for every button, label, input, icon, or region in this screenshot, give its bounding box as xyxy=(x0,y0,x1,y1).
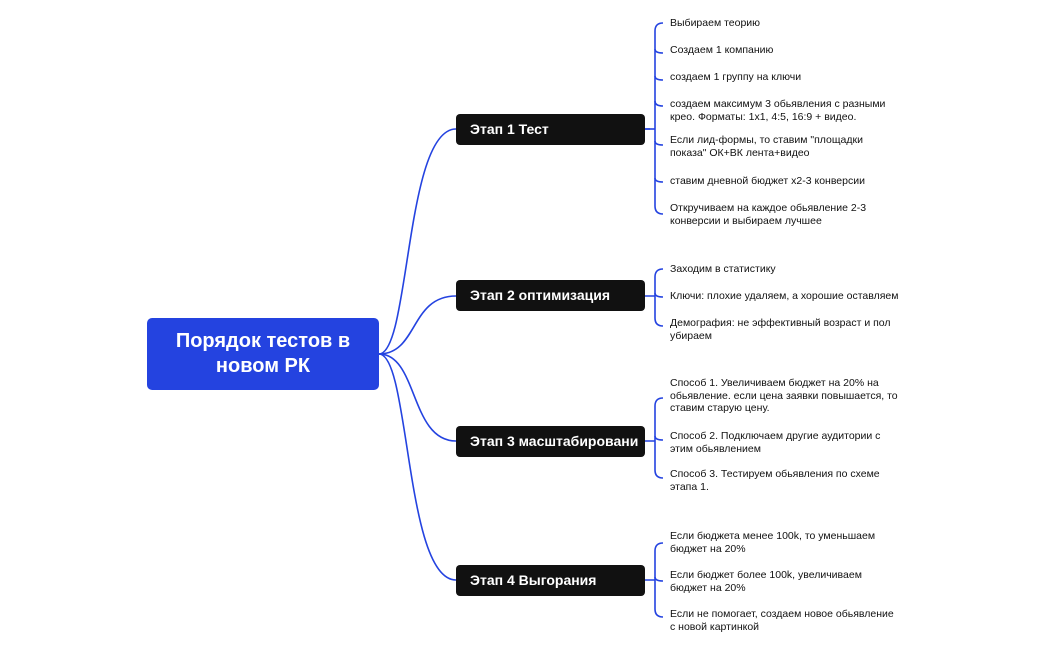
stage-1-item-7: Откручиваем на каждое обьявление 2-3 кон… xyxy=(670,202,867,227)
connector-stage-4-bracket xyxy=(645,542,664,618)
stage-node-3[interactable]: Этап 3 масштабировани xyxy=(456,426,645,457)
connector-stage-1-bracket xyxy=(645,22,664,215)
connector-stage-1-tick-1 xyxy=(654,48,664,54)
stage-3-item-2: Способ 2. Подключаем другие аудитории с … xyxy=(670,430,881,455)
stage-2-label: Этап 2 оптимизация xyxy=(470,287,610,303)
connector-stage-1-tick-3 xyxy=(654,100,664,107)
stage-3-item-3: Способ 3. Тестируем обьявления по схеме … xyxy=(670,468,880,493)
stage-2-item-3: Демография: не эффективный возраст и пол… xyxy=(670,317,891,342)
stage-1-item-1: Выбираем теорию xyxy=(670,17,761,29)
stage-2-item-2: Ключи: плохие удаляем, а хорошие оставля… xyxy=(670,290,899,302)
stage-1-item-3: создаем 1 группу на ключи xyxy=(670,71,802,83)
connector-stage-1-tick-5 xyxy=(654,177,664,183)
stage-1-label: Этап 1 Тест xyxy=(470,121,549,137)
stage-node-4[interactable]: Этап 4 Выгорания xyxy=(456,565,645,596)
connector-stage-4-tick xyxy=(654,576,664,582)
root-label: Порядок тестов в новом РК xyxy=(175,330,351,377)
stage-4-item-3: Если не помогает, создаем новое обьявлен… xyxy=(670,608,894,633)
stage-3-label: Этап 3 масштабировани xyxy=(470,433,639,449)
stage-3-item-1: Способ 1. Увеличиваем бюджет на 20% на о… xyxy=(670,377,898,414)
stage-1-item-6: ставим дневной бюджет х2-3 конверсии xyxy=(670,175,865,187)
connector-stage-3-tick xyxy=(654,435,664,441)
root-node[interactable]: Порядок тестов в новом РК xyxy=(147,318,379,390)
stage-1-item-2: Создаем 1 компанию xyxy=(670,44,774,56)
stage-4-label: Этап 4 Выгорания xyxy=(470,572,597,588)
stage-4-item-2: Если бюджет более 100k, увеличиваем бюдж… xyxy=(670,569,862,594)
stage-1-item-4: создаем максимум 3 обьявления с разными … xyxy=(670,98,886,123)
connector-stage-2-tick xyxy=(654,292,664,298)
connector-stage-1-tick-2 xyxy=(654,75,664,81)
connector-root-stage-3 xyxy=(378,353,457,442)
stage-4-item-1: Если бюджета менее 100k, то уменьшаем бю… xyxy=(670,530,876,555)
connector-root-stage-2 xyxy=(378,295,457,355)
connector-stage-1-tick-4 xyxy=(654,140,664,146)
stage-1-item-5: Если лид-формы, то ставим "площадки пока… xyxy=(670,134,863,159)
stage-node-1[interactable]: Этап 1 Тест xyxy=(456,114,645,145)
connector-root-stage-1 xyxy=(378,128,457,355)
connector-root-stage-4 xyxy=(378,353,457,581)
stage-node-2[interactable]: Этап 2 оптимизация xyxy=(456,280,645,311)
connector-stage-2-bracket xyxy=(645,268,664,327)
stage-2-item-1: Заходим в статистику xyxy=(670,263,776,275)
connector-stage-3-bracket xyxy=(645,397,664,479)
